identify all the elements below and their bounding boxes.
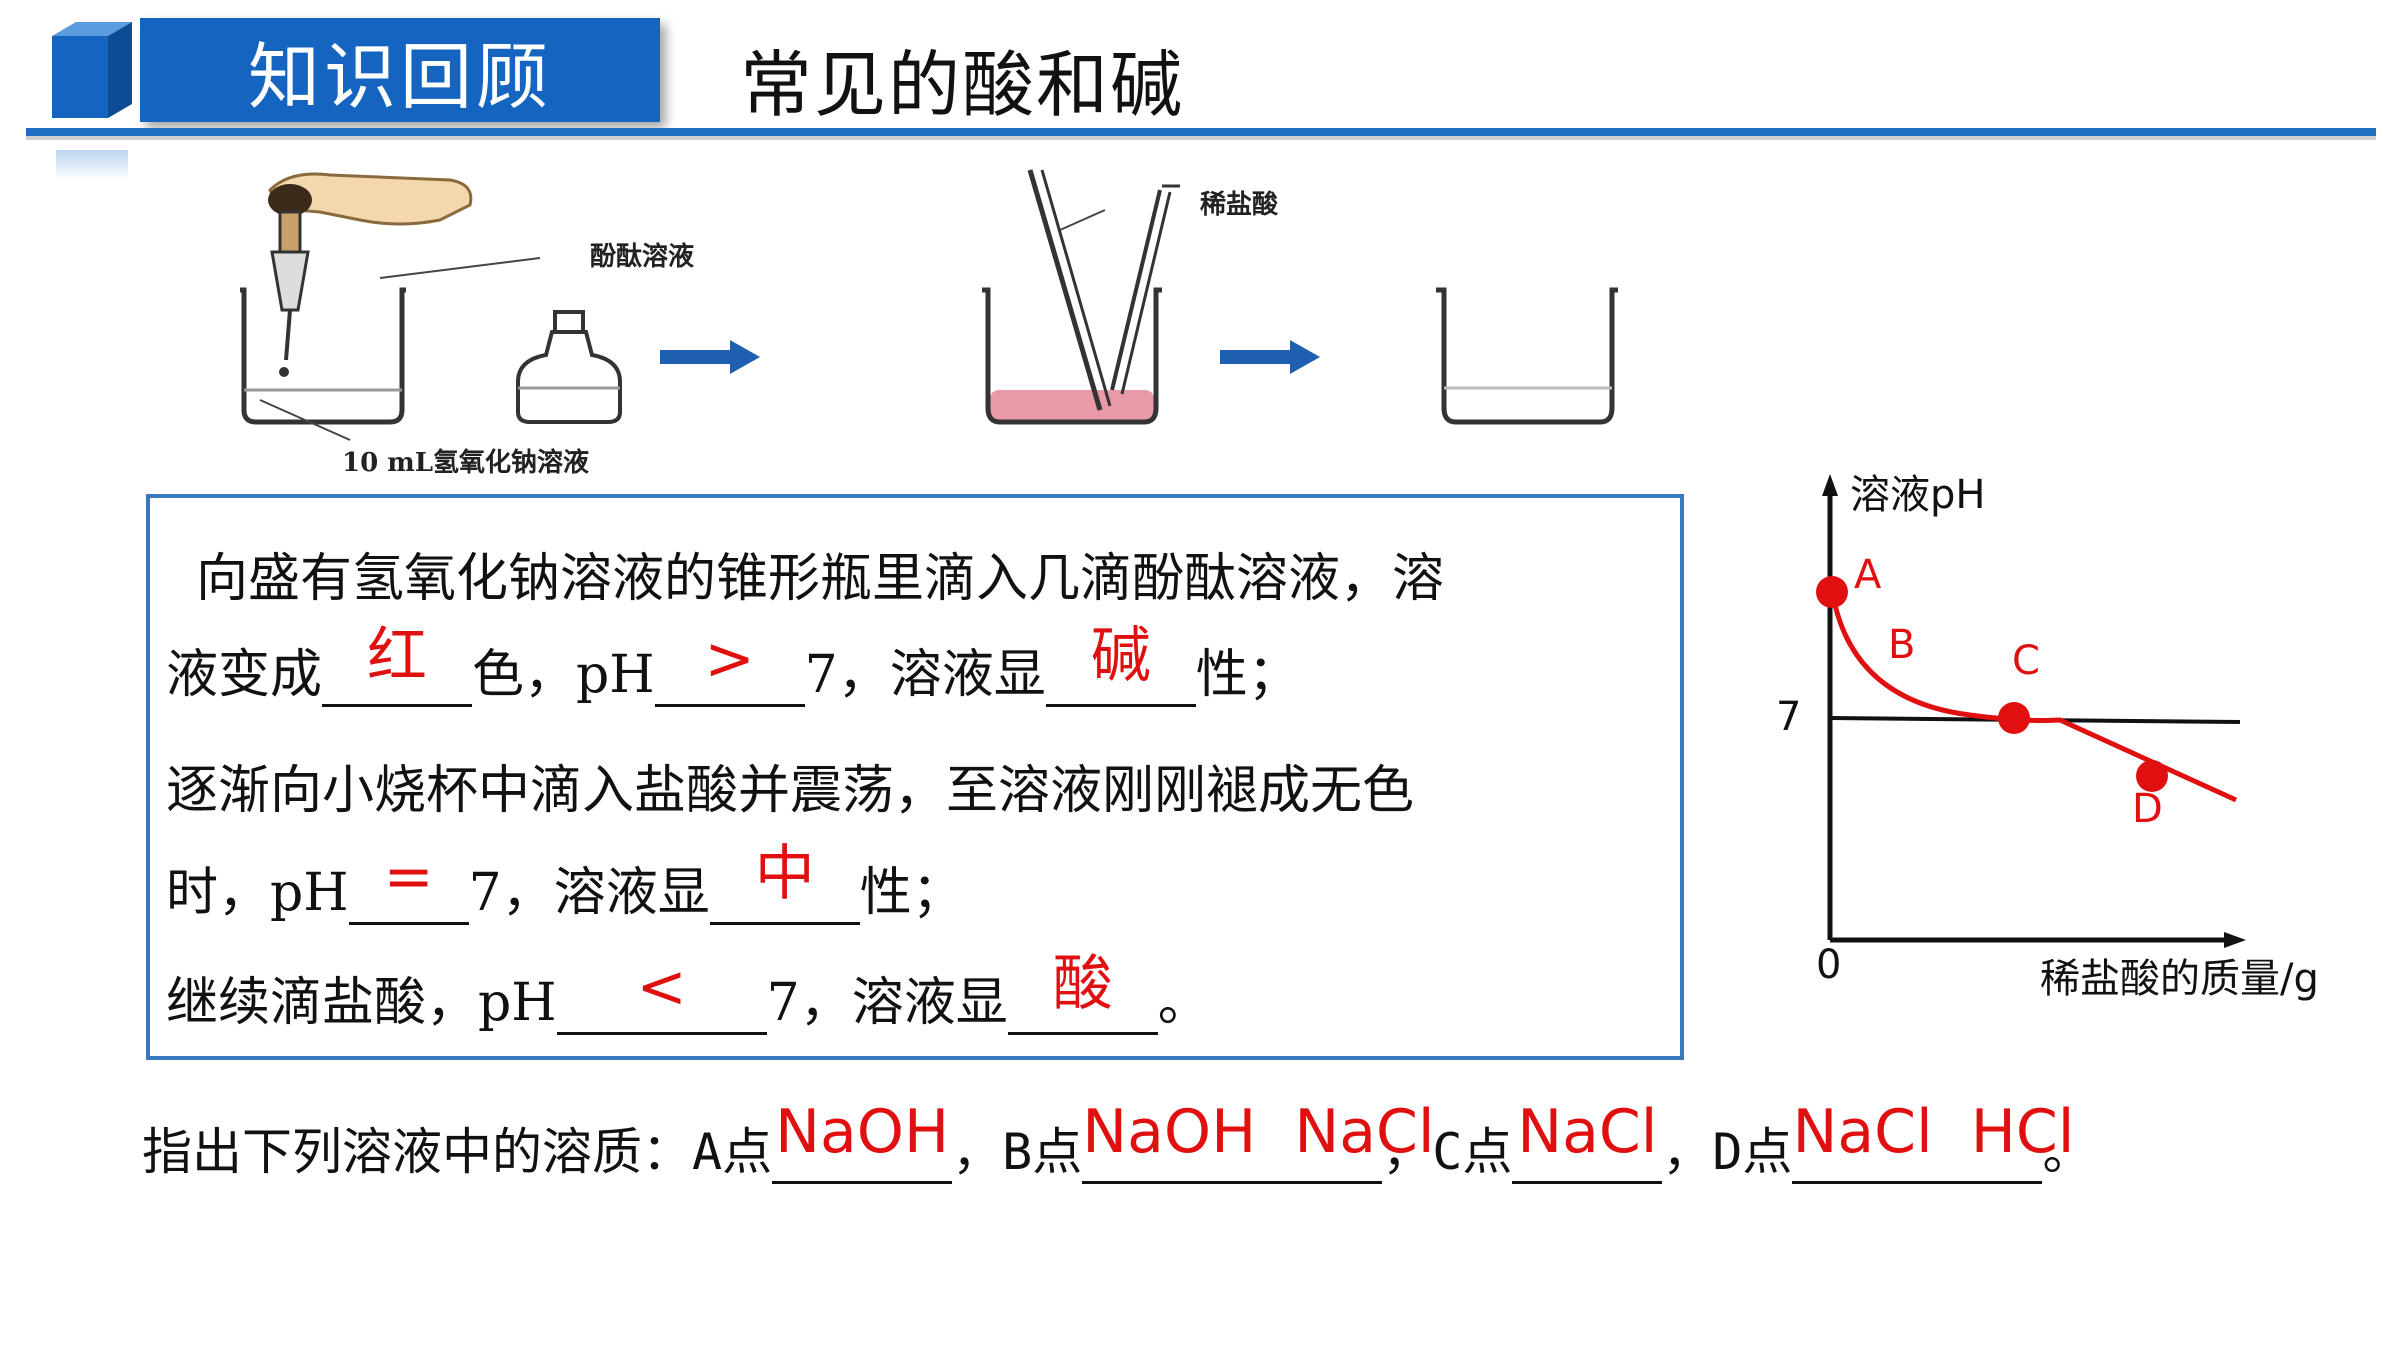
question-text: 色，pH: [472, 645, 655, 705]
y-axis-label: 溶液pH: [1850, 472, 1986, 518]
point-c-marker: [1998, 702, 2030, 734]
label-phenolphthalein: 酚酞溶液: [590, 242, 695, 272]
question-text: 性；: [1195, 645, 1300, 705]
x-axis-arrow-icon: [2224, 932, 2246, 948]
answer-blank[interactable]: NaOH: [772, 1097, 953, 1184]
point-a-marker: [1816, 576, 1848, 608]
arrow-right-icon: [660, 340, 760, 374]
page-title: 常见的酸和碱: [740, 43, 1185, 127]
answer-blank[interactable]: NaOH NaCl: [1082, 1097, 1435, 1184]
separator: ，: [1382, 1123, 1433, 1181]
question-text: 。: [1157, 973, 1210, 1033]
question-line-4: 时，pH = 7，溶液显中性；: [166, 839, 964, 925]
answer-blank[interactable]: NaCl: [1512, 1097, 1663, 1184]
answer-solute-a: NaOH: [775, 1097, 950, 1167]
ph-curve: [1829, 589, 2238, 803]
question-text: 7，溶液显: [766, 973, 1008, 1033]
answer-ph-compare: >: [704, 624, 755, 694]
answer-blank[interactable]: =: [348, 842, 469, 925]
pointer-line: [259, 399, 351, 441]
origin-label: 0: [1816, 942, 1842, 988]
point-c-label: C: [2012, 638, 2040, 684]
answer-blank[interactable]: 红: [322, 621, 473, 707]
pointer-line: [379, 257, 541, 279]
ph-titration-chart: 溶液pH 稀盐酸的质量/g 0 7 A B C D: [1740, 450, 2340, 1010]
question-text: 液变成: [166, 645, 323, 705]
header-divider: [26, 128, 2376, 136]
pointer-line: [1059, 209, 1106, 231]
dropper-hand: [268, 172, 473, 377]
x-axis-label: 稀盐酸的质量/g: [2040, 956, 2319, 1002]
answer-blank[interactable]: 酸: [1007, 949, 1158, 1035]
question-line-1: 向盛有氢氧化钠溶液的锥形瓶里滴入几滴酚酞溶液，溶: [196, 549, 1445, 609]
experiment-drawing: [240, 169, 1618, 441]
answer-blank[interactable]: >: [654, 624, 805, 707]
beaker-neutral: [1436, 287, 1618, 425]
question-box: [146, 494, 1684, 1060]
separator: ，: [952, 1123, 1003, 1181]
cube-icon: [52, 22, 132, 118]
answer-blank[interactable]: 中: [709, 839, 860, 925]
answer-blank[interactable]: 碱: [1045, 621, 1196, 707]
label-dilute-hcl: 稀盐酸: [1200, 190, 1279, 220]
answer-ph-compare: <: [636, 952, 687, 1022]
point-c-label: C点: [1432, 1123, 1513, 1181]
question-line-3: 逐渐向小烧杯中滴入盐酸并震荡，至溶液刚刚褪成无色: [166, 761, 1415, 821]
question-text: 性；: [859, 863, 964, 923]
question-text: 时，pH: [166, 863, 349, 923]
phenolphthalein-bottle: [516, 310, 622, 424]
point-b-label: B点: [1002, 1123, 1083, 1181]
question-line-2: 液变成红色，pH >7，溶液显碱性；: [166, 621, 1300, 707]
answer-color: 红: [367, 621, 428, 691]
answer-blank[interactable]: NaCl HCl: [1792, 1097, 2074, 1184]
arrow-right-icon: [1220, 340, 1320, 374]
point-a-label: A: [1854, 552, 1882, 598]
separator: 。: [2042, 1123, 2093, 1181]
section-tag: 知识回顾: [140, 18, 660, 122]
separator: ，: [1662, 1123, 1713, 1181]
answer-solute-b: NaOH NaCl: [1082, 1097, 1435, 1167]
ph7-tick-label: 7: [1776, 694, 1802, 740]
question-text: 继续滴盐酸，pH: [166, 973, 557, 1033]
point-d-label: D: [2132, 786, 2163, 832]
point-d-marker: [2136, 760, 2168, 792]
answer-solute-d: NaCl HCl: [1792, 1097, 2075, 1167]
beaker-naoh: [240, 287, 406, 425]
answer-ph-compare: =: [383, 842, 434, 912]
beaker-titration: [982, 169, 1180, 425]
point-a-label: A点: [692, 1123, 773, 1181]
solute-prefix: 指出下列溶液中的溶质：: [142, 1123, 692, 1181]
header-divider-shadow: [26, 136, 2376, 140]
answer-nature: 碱: [1090, 621, 1151, 691]
label-naoh-solution: 10 mL氢氧化钠溶液: [342, 448, 590, 478]
question-text: 7，溶液显: [468, 863, 710, 923]
question-line-5: 继续滴盐酸，pH <7，溶液显酸。: [166, 949, 1210, 1035]
question-text: 7，溶液显: [804, 645, 1046, 705]
experiment-illustration: 酚酞溶液 稀盐酸 10 mL氢氧化钠溶液: [200, 150, 1700, 490]
answer-solute-c: NaCl: [1517, 1097, 1658, 1167]
answer-blank[interactable]: <: [556, 952, 767, 1035]
point-b-label: B: [1888, 622, 1916, 668]
answer-nature: 酸: [1052, 949, 1113, 1019]
chart-svg: [1816, 474, 2246, 948]
decor-block: [56, 150, 128, 180]
point-d-label: D点: [1712, 1123, 1793, 1181]
y-axis-arrow-icon: [1822, 474, 1838, 496]
answer-nature: 中: [754, 839, 815, 909]
section-tag-label: 知识回顾: [247, 34, 552, 119]
